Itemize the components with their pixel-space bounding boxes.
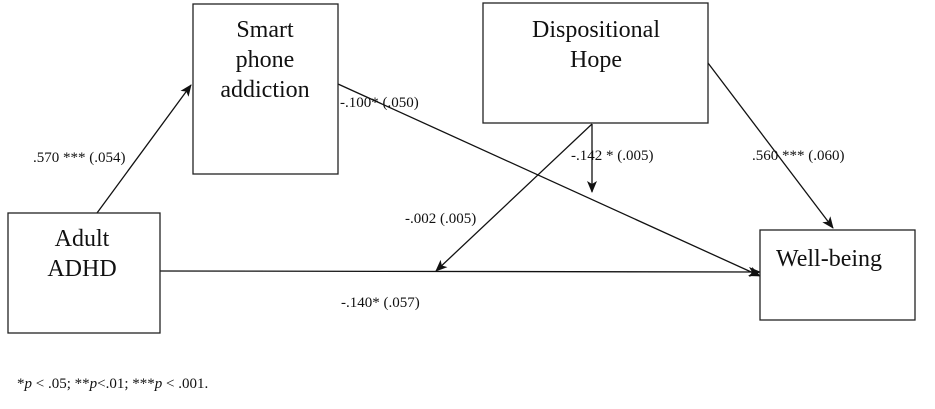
node-hope-line-2: Hope	[570, 47, 622, 73]
node-adhd-line-2: ADHD	[47, 256, 116, 282]
significance-footnote: *p < .05; **p<.01; ***p < .001.	[17, 376, 208, 392]
node-adhd-line-1: Adult	[55, 226, 110, 252]
coef-hope-moderation-smartphone: -.142 * (.005)	[571, 148, 654, 164]
edge-smartphone-to-wellbeing	[337, 83, 761, 277]
coef-adhd-to-smartphone: .570 *** (.054)	[33, 150, 126, 166]
coef-adhd-to-wellbeing: -.140* (.057)	[341, 295, 420, 311]
node-smartphone-line-2: phone	[236, 47, 295, 73]
node-smartphone-line-1: Smart	[236, 17, 294, 43]
node-dispositional-hope: Dispositional Hope	[482, 2, 709, 124]
edge-hope-moderation-adhd	[435, 123, 593, 272]
node-wellbeing-label: Well-being	[776, 246, 882, 272]
node-well-being: Well-being	[759, 229, 916, 321]
edge-hope-to-wellbeing	[707, 62, 834, 229]
coef-hope-to-wellbeing: .560 *** (.060)	[752, 148, 845, 164]
node-adult-adhd: Adult ADHD	[7, 212, 161, 334]
coef-hope-moderation-adhd: -.002 (.005)	[405, 211, 476, 227]
edge-adhd-to-smartphone	[96, 84, 192, 214]
node-smartphone-addiction: Smart phone addiction	[192, 3, 339, 175]
coef-smartphone-to-wellbeing: -.100* (.050)	[340, 95, 419, 111]
edge-adhd-to-wellbeing	[159, 266, 761, 277]
node-hope-line-1: Dispositional	[532, 17, 660, 43]
node-smartphone-line-3: addiction	[220, 77, 309, 103]
